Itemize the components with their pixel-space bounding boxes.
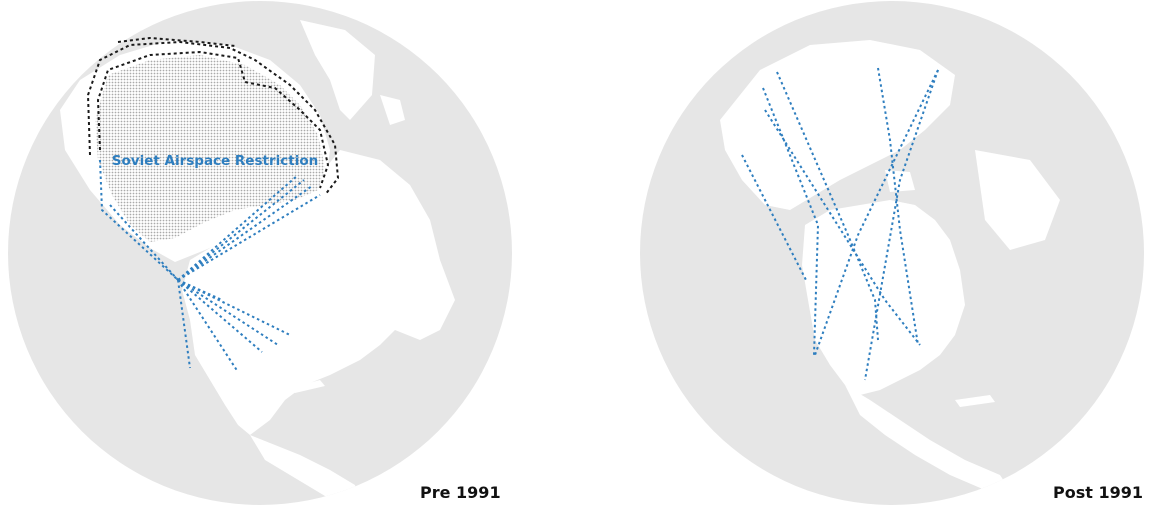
landmass-north-america [182,150,455,435]
landmass-arctic-island [380,95,405,125]
route-line [109,204,179,281]
airspace-restriction-label: Soviet Airspace Restriction [112,153,318,169]
route-line [177,279,291,336]
landmasses [720,40,1060,490]
route-line [741,154,807,281]
route-line [177,279,279,346]
route-line [177,279,263,353]
route-line [99,159,179,281]
routes-pre-1991 [99,159,321,373]
landmass-greenland [975,150,1060,250]
route-line [864,69,939,381]
landmass-caribbean [955,395,995,407]
route-line [776,71,879,341]
routes-post-1991 [741,67,939,381]
landmass-central-america [845,385,1010,490]
caption-pre-1991: Pre 1991 [420,483,501,502]
caption-post-1991: Post 1991 [1053,483,1143,502]
restriction-border-inner [96,50,330,189]
route-line [177,279,191,369]
route-line [177,174,299,281]
airspace-restriction-border [86,36,340,196]
route-line [877,67,919,346]
route-line [177,279,239,373]
landmass-eurasia [720,40,955,210]
route-line [177,194,321,281]
globe-post-1991 [640,1,1144,505]
globe-pre-1991: Soviet Airspace Restriction [8,1,512,505]
route-line [814,69,939,356]
landmass-caribbean [290,380,325,393]
landmass-greenland [300,20,375,120]
restriction-border-outer [86,40,340,196]
route-line [177,279,223,301]
route-line [177,179,305,281]
landmass-central-america [250,435,360,505]
restricted-territory [95,55,325,242]
